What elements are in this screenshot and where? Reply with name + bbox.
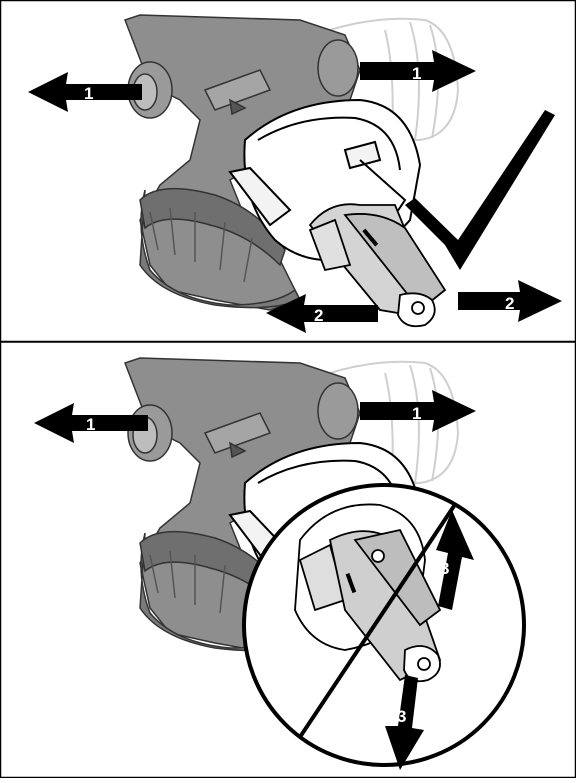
svg-text:2: 2: [505, 294, 514, 313]
svg-text:3: 3: [397, 707, 406, 726]
svg-text:1: 1: [84, 84, 93, 103]
svg-text:1: 1: [412, 404, 421, 423]
svg-text:2: 2: [314, 306, 323, 325]
prohibited-circle-icon: ▪▪▪▪▪▪: [244, 485, 524, 765]
svg-text:1: 1: [86, 415, 95, 434]
svg-text:3: 3: [440, 559, 449, 578]
svg-text:1: 1: [412, 64, 421, 83]
